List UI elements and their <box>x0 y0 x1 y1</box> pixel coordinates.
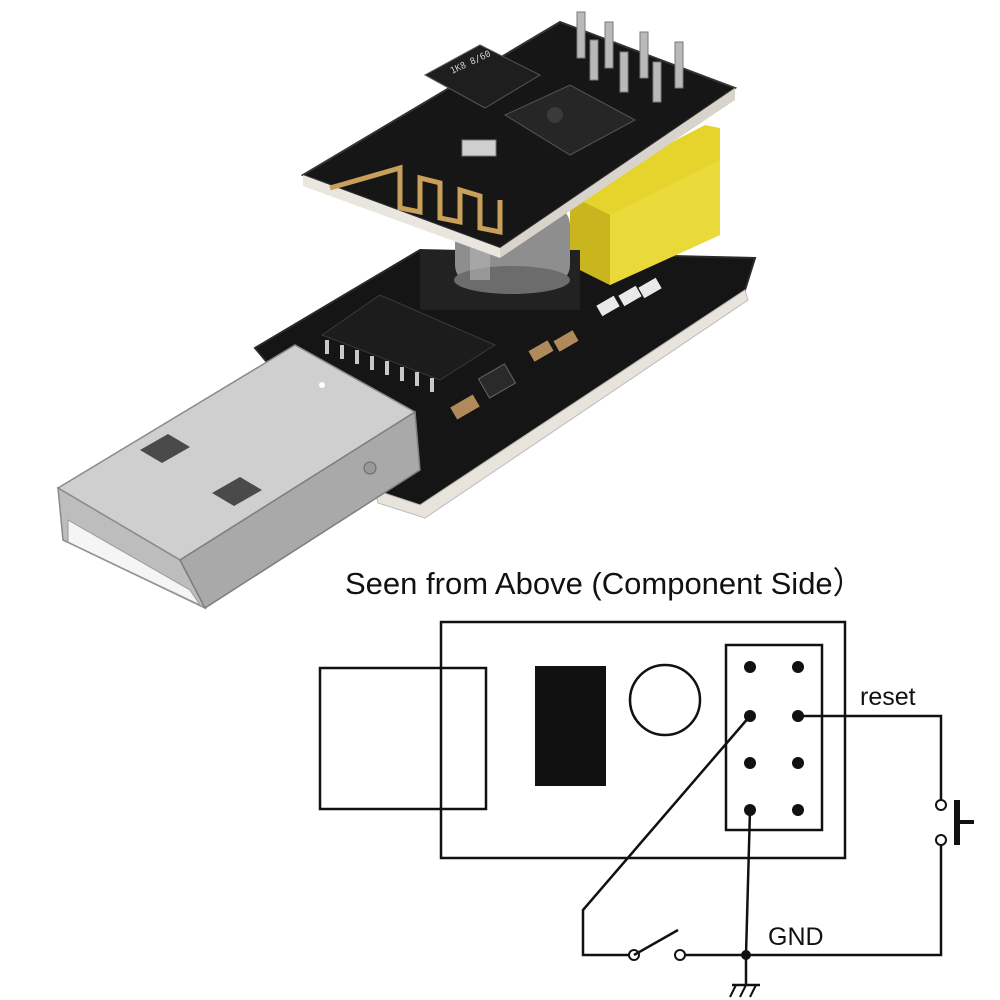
usb-a-connector <box>56 344 421 610</box>
antenna-trace <box>329 164 503 236</box>
esp8266-chip <box>503 84 637 156</box>
pcb-edge <box>374 289 749 519</box>
pushbutton-icon <box>935 799 974 846</box>
ground-icon <box>729 955 760 998</box>
adapter-photo: 1K8 8/60 <box>56 11 757 610</box>
toggle-switch-icon <box>628 928 686 961</box>
capacitor-circle <box>628 663 702 737</box>
header-dots <box>744 661 804 816</box>
reset-return-wire <box>746 845 943 957</box>
flash-chip <box>423 44 542 109</box>
usb-plug-outline <box>318 666 488 811</box>
gpio0-wire <box>581 715 751 957</box>
usb-slot-1 <box>140 434 190 463</box>
esp01-module: 1K8 8/60 <box>300 11 738 258</box>
chip-block <box>535 666 606 786</box>
board-outline <box>439 620 847 860</box>
wiring-diagram: Seen from Above (Component Side） reset <box>318 566 974 998</box>
diagram-title: Seen from Above (Component Side） <box>345 566 864 601</box>
header-pins <box>576 11 684 103</box>
usb-slot-2 <box>212 477 262 506</box>
gnd-wire <box>744 809 752 956</box>
header-outline <box>724 643 824 832</box>
reset-label: reset <box>860 683 916 711</box>
usb-serial-chip <box>320 294 497 392</box>
smd-components <box>450 277 662 420</box>
crystal <box>461 139 497 157</box>
gnd-label: GND <box>768 923 824 951</box>
reset-wire <box>798 714 943 800</box>
